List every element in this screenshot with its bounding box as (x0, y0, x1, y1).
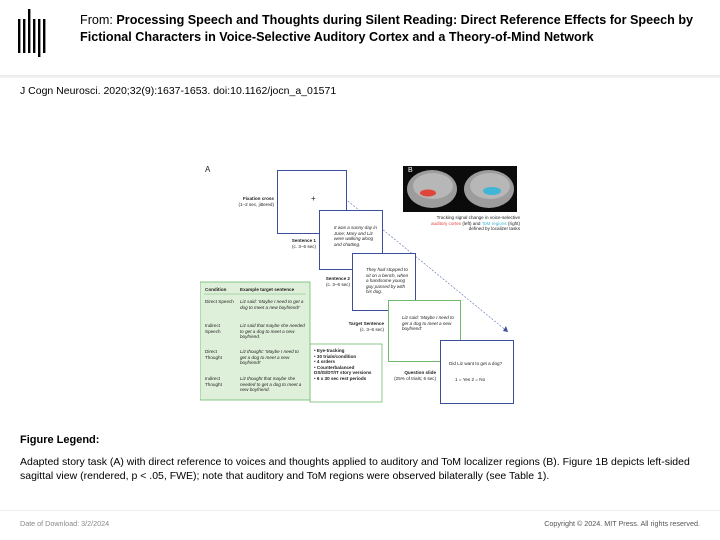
brain-caption-tom: ToM regions (481, 220, 507, 226)
citation[interactable]: J Cogn Neurosci. 2020;32(9):1637-1653. d… (20, 85, 337, 97)
fixation-title: Fixation cross (242, 196, 274, 201)
article-title: From: Processing Speech and Thoughts dur… (80, 12, 705, 46)
design-list: • Eye-tracking • 30 trials/condition • 4… (314, 348, 380, 382)
figure: A B + Fixation cross (1–2 sec, jittered)… (200, 160, 520, 410)
brain-caption-mid: (left) and (461, 220, 482, 226)
panel-a-label: A (205, 165, 211, 174)
target-sub: (c. 3–6 sec) (360, 327, 384, 332)
target-title: Target Sentence (348, 321, 384, 326)
sentence1-title: Sentence 1 (291, 238, 316, 243)
header-divider (0, 75, 720, 78)
question-slide (440, 340, 514, 404)
design-bullet: • 4 orders (314, 359, 336, 365)
mit-press-logo-icon (18, 9, 46, 57)
brain-caption-aud: auditory cortex (430, 220, 462, 226)
design-bullet: • 30 trials/condition (314, 353, 357, 359)
question-options: 1 = Yes 2 = No (455, 377, 486, 382)
table-row-cond: Direct Speech (205, 299, 234, 304)
question-text: Did Liz want to get a dog? (449, 361, 503, 366)
footer-divider (0, 510, 720, 511)
panel-b-label: B (408, 167, 413, 174)
table-row-example: Liz thought that maybe she needed to get… (240, 376, 302, 393)
design-bullet: • Eye-tracking (314, 348, 345, 353)
header: From: Processing Speech and Thoughts dur… (0, 0, 720, 76)
table-col1: Condition (205, 287, 227, 292)
table-row-cond: Indirect Thought (205, 376, 222, 387)
figure-graphics (200, 166, 517, 403)
table-row-cond: Direct Thought (205, 349, 222, 360)
design-bullet: • Counterbalanced DS/IS/DT/IT story vers… (314, 364, 372, 376)
brain-caption-pre: Tracking signal change in voice-selectiv… (436, 215, 520, 220)
fixation-sub: (1–2 sec, jittered) (238, 202, 275, 207)
brain-caption-post: (right) defined by localizer tasks (468, 220, 520, 232)
copyright: Copyright © 2024. MIT Press. All rights … (544, 519, 700, 528)
download-date: Date of Download: 3/2/2024 (20, 519, 110, 528)
brain-caption: Tracking signal change in voice-selectiv… (428, 215, 520, 232)
from-label: From: (80, 13, 113, 27)
question-sub: (25% of trials; 6 sec) (394, 376, 436, 381)
sentence1-text: It was a sunny day in June; Mary and Liz… (334, 225, 377, 247)
question-title: Question slide (404, 370, 436, 375)
sentence1-sub: (c. 3–6 sec) (292, 244, 316, 249)
table-row-example: Liz said: 'Maybe I need to get a dog to … (240, 299, 304, 310)
table-row-example: Liz said that maybe she needed to get a … (240, 323, 305, 340)
title-text: Processing Speech and Thoughts during Si… (80, 13, 694, 44)
table-row-cond: Indirect Speech (205, 323, 221, 334)
sentence2-title: Sentence 2 (325, 276, 350, 281)
target-text: Liz said: 'Maybe I need to get a dog to … (402, 315, 454, 332)
sentence2-sub: (c. 3–6 sec) (326, 282, 350, 287)
design-bullet: • 6 x 30 sec rest periods (314, 375, 367, 381)
legend-text: Adapted story task (A) with direct refer… (20, 456, 690, 482)
sentence2-text: They had stopped to sit on a bench, when… (366, 267, 409, 295)
table-col2: Example target sentence (240, 287, 295, 292)
fixation-cross: + (311, 194, 316, 203)
legend-heading: Figure Legend: (20, 434, 100, 446)
table-row-example: Liz thought: 'Maybe I need to get a dog … (240, 349, 299, 366)
